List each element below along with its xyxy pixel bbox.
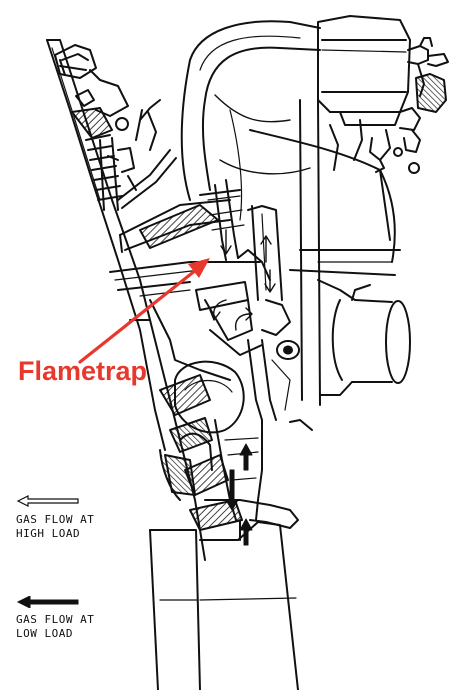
flow-arrows-high [209, 229, 276, 331]
carburetor-body [329, 73, 447, 173]
legend-low-line2: LOW LOAD [16, 627, 73, 640]
flametrap-passage [195, 179, 300, 421]
hollow-arrow-icon [16, 495, 79, 507]
outlet-cylinder [317, 279, 411, 396]
flametrap-label: Flametrap [18, 356, 148, 386]
air-inlet-tube [149, 521, 299, 690]
legend-low-line1: GAS FLOW AT [16, 613, 95, 626]
central-column [249, 99, 401, 406]
intake-pipe [180, 20, 321, 221]
hatched-casting [139, 204, 243, 531]
legend-high-line1: GAS FLOW AT [16, 513, 95, 526]
top-left-cap [54, 44, 129, 117]
legend-high-load: GAS FLOW AT HIGH LOAD [16, 513, 94, 541]
fastener-details [75, 89, 420, 431]
legend-low-load: GAS FLOW AT LOW LOAD [16, 613, 94, 641]
flametrap-callout-arrow [78, 258, 210, 364]
legend-high-line2: HIGH LOAD [16, 527, 81, 540]
valve-spring [71, 107, 137, 211]
solid-arrow-icon [16, 596, 79, 608]
linkage-rod [117, 99, 177, 209]
mixing-chamber [159, 360, 245, 501]
